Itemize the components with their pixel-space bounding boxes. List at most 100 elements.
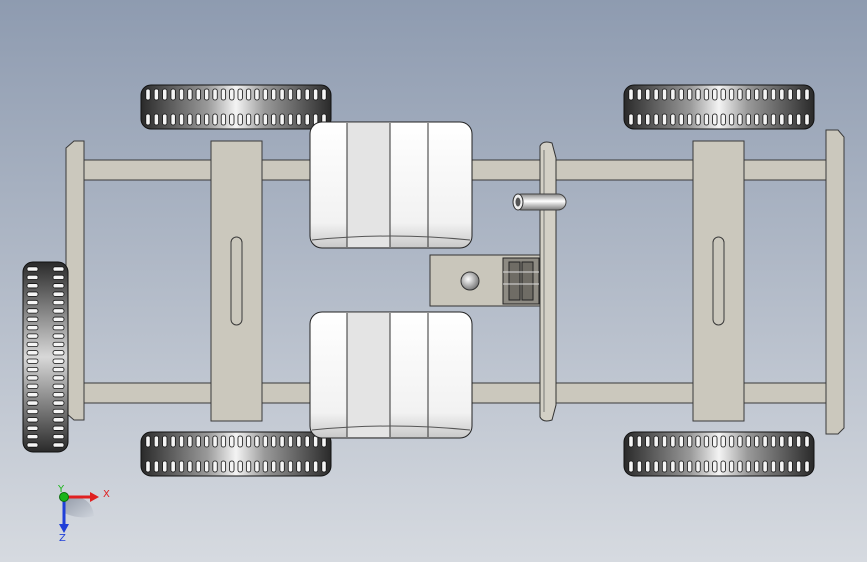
tread-block	[796, 460, 802, 473]
z-axis-label: Z	[59, 533, 66, 544]
tread-block	[52, 299, 65, 306]
tread-block	[52, 308, 65, 314]
tread-block	[762, 460, 768, 473]
tread-block	[26, 400, 39, 406]
tread-block	[754, 460, 760, 473]
tread-block	[636, 113, 642, 126]
tread-block	[26, 417, 39, 423]
tread-block	[212, 113, 218, 126]
tread-block	[26, 341, 39, 348]
tread-block	[178, 435, 185, 448]
tread-block	[304, 435, 310, 448]
tread-block	[26, 383, 39, 389]
tread-block	[712, 88, 718, 101]
tread-block	[670, 88, 676, 101]
tread-block	[26, 366, 39, 373]
tread-block	[628, 435, 634, 448]
tread-block	[661, 460, 668, 473]
tread-block	[787, 460, 793, 473]
right-end-plate	[825, 129, 845, 435]
tread-block	[712, 113, 718, 126]
tire-body	[22, 261, 69, 453]
tread-block	[220, 88, 227, 101]
tread-block	[762, 88, 768, 101]
tread-block	[145, 88, 151, 101]
tank-edge	[311, 425, 471, 431]
coordinate-triad: X Z Y	[57, 484, 110, 544]
tread-block	[661, 88, 668, 101]
tread-block	[212, 435, 218, 448]
mid-crossbar[interactable]	[539, 141, 557, 422]
tread-block	[645, 113, 651, 126]
tread-block	[653, 460, 659, 473]
pipe-fitting[interactable]	[512, 193, 567, 211]
tread-block	[26, 325, 39, 331]
tread-block	[262, 113, 268, 126]
tread-block	[313, 460, 319, 473]
tread-block	[695, 88, 701, 101]
tread-block	[271, 88, 277, 101]
tread-block	[728, 88, 735, 101]
tread-block	[712, 460, 718, 473]
tire-body	[140, 431, 332, 477]
tread-block	[279, 460, 285, 473]
tread-block	[645, 435, 651, 448]
wheel-rear-left[interactable]	[140, 431, 332, 477]
tread-block	[187, 88, 193, 101]
tread-block	[720, 113, 726, 126]
tread-block	[787, 435, 793, 448]
tread-block	[178, 88, 185, 101]
tread-block	[52, 291, 65, 297]
tread-block	[670, 460, 676, 473]
tread-block	[737, 460, 743, 473]
steering-bracket[interactable]	[429, 254, 541, 307]
tank-band	[347, 313, 390, 437]
tread-block	[52, 375, 65, 381]
tread-block	[645, 460, 651, 473]
tread-block	[636, 435, 642, 448]
tread-block	[304, 88, 310, 101]
tread-block	[279, 113, 285, 126]
tread-block	[187, 113, 193, 126]
tread-block	[229, 435, 235, 448]
tread-block	[170, 88, 176, 101]
wheel-front-left[interactable]	[140, 84, 332, 130]
tread-block	[52, 408, 65, 415]
tread-block	[52, 266, 65, 272]
tread-block	[796, 88, 802, 101]
tread-block	[52, 417, 65, 423]
fuel-tank-upper[interactable]	[309, 121, 473, 249]
tread-block	[762, 435, 768, 448]
tread-pattern	[628, 88, 810, 126]
tread-block	[52, 425, 65, 431]
tread-block	[262, 460, 268, 473]
tread-pattern	[628, 435, 810, 473]
tread-block	[170, 435, 176, 448]
tread-block	[670, 113, 676, 126]
tread-block	[26, 392, 39, 398]
tread-block	[212, 460, 218, 473]
tread-block	[770, 88, 777, 101]
tread-block	[229, 460, 235, 473]
tread-block	[26, 425, 39, 431]
x-axis-head	[90, 492, 99, 502]
tread-block	[52, 434, 65, 440]
wheel-front-right[interactable]	[623, 84, 815, 130]
tread-block	[687, 460, 693, 473]
tread-block	[653, 435, 659, 448]
wheel-rear-right[interactable]	[623, 431, 815, 477]
tread-block	[204, 88, 210, 101]
tread-block	[703, 113, 710, 126]
tread-block	[52, 383, 65, 389]
tread-block	[762, 113, 768, 126]
fuel-tank-lower[interactable]	[309, 311, 473, 439]
tread-block	[262, 88, 268, 101]
tread-block	[237, 435, 243, 448]
tread-pattern	[26, 266, 65, 448]
tread-block	[26, 266, 39, 272]
tread-block	[271, 435, 277, 448]
tread-block	[262, 435, 268, 448]
tread-block	[737, 88, 743, 101]
spare-wheel[interactable]	[22, 261, 69, 453]
